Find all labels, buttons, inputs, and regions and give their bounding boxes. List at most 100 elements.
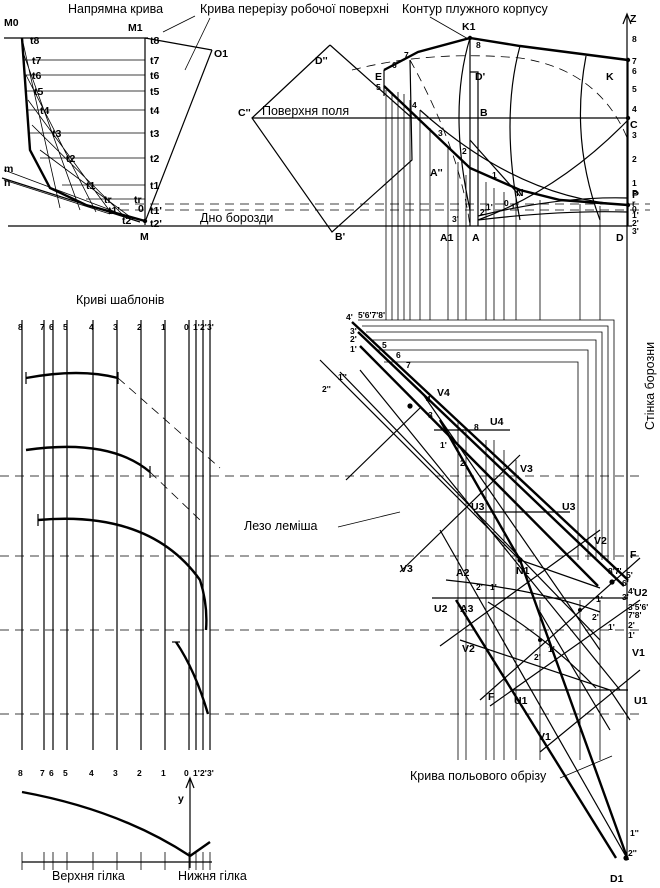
label-M0: M0 (4, 17, 19, 29)
template-bottom-label-8: 0 (184, 768, 189, 778)
leader-share (337, 511, 401, 528)
axis-num-11: 1' (632, 210, 639, 220)
label-F1: F (488, 691, 495, 703)
template-bottom-label-2: 6 (49, 768, 54, 778)
label-V1b: V1 (632, 647, 645, 659)
plan-lower-small-0: 2' (476, 582, 483, 592)
template-bottom-label-0: 8 (18, 768, 23, 778)
plan-right-num-2: 6' (622, 578, 629, 588)
axis-num-9: r (632, 198, 636, 208)
t-left-label-3: t5 (34, 86, 43, 98)
t-left-label-8: tr (104, 194, 112, 206)
t-right-label-6: t2 (150, 153, 159, 165)
label-A: A (472, 232, 480, 244)
t-left-label-1: t7 (32, 55, 41, 67)
curve-num-9: r (512, 200, 516, 210)
label-D1: D1 (610, 873, 624, 885)
plan-pt-5: 8 (474, 422, 479, 432)
leader-contour (429, 16, 471, 41)
template-bottom-label-10: 2' (200, 768, 207, 778)
label-field-cut-curve: Крива польового обрізу (410, 769, 547, 783)
curve-num-1: 7 (404, 50, 409, 60)
label-B: B (480, 107, 488, 119)
template-top-label-2: 6 (49, 322, 54, 332)
label-E: E (375, 71, 382, 83)
title-contour: Контур плужного корпусу (402, 2, 549, 16)
plan-right-nums: 8'7'5'6'4'3'3'5'6'7'8'2'1' (608, 566, 648, 640)
label-A2p: A2 (456, 567, 470, 579)
label-D2: D'' (315, 55, 328, 67)
t-right-label-0: t8 (150, 35, 159, 47)
plan-bottom-num-0: 1'' (630, 828, 639, 838)
t-left-label-4: t4 (40, 105, 49, 117)
template-bottom-label-1: 7 (40, 768, 45, 778)
curve-num-8: 0 (504, 198, 509, 208)
t-right-label-10: t1' (150, 205, 162, 217)
label-A1: A1 (440, 232, 454, 244)
axis-num-12: 2' (632, 218, 639, 228)
plan-lower-small: 2'1'1'2'1'2'1' (476, 582, 615, 662)
plan-pt-9: 1'' (338, 372, 347, 382)
leader-cut (184, 17, 211, 71)
axis-num-3: 5 (632, 84, 637, 94)
label-upper-branch: Верхня гілка (52, 869, 125, 883)
template-top-label-8: 0 (184, 322, 189, 332)
axis-num-10: 0 (632, 204, 637, 214)
plan-pt-7: 1' (440, 440, 447, 450)
axis-num-2: 6 (632, 66, 637, 76)
template-bottom-label-3: 5 (63, 768, 68, 778)
t-right-label-3: t5 (150, 86, 159, 98)
label-y: y (178, 793, 184, 805)
plan-lower-small-3: 2' (534, 652, 541, 662)
label-lower-branch: Нижня гілка (178, 869, 247, 883)
plan-lower-small-6: 1' (608, 622, 615, 632)
template-top-label-7: 1 (161, 322, 166, 332)
label-V3a: V3 (400, 563, 413, 575)
label-U3b: U3 (562, 501, 576, 513)
label-V1a: V1 (538, 731, 551, 743)
plan-right-num-8: 1' (628, 630, 635, 640)
plan-pt-4: 3 (428, 410, 433, 420)
axis-z-arrow (622, 12, 632, 25)
template-bottom-label-6: 2 (137, 768, 142, 778)
plan-pt-8: 2'' (322, 384, 331, 394)
template-bottom-label-7: 1 (161, 768, 166, 778)
plan-lower-small-1: 1' (490, 582, 497, 592)
curve-num-10: 1' (486, 202, 493, 212)
leader-guide (162, 15, 196, 33)
template-top-label-6: 2 (137, 322, 142, 332)
label-P: P (632, 189, 639, 201)
label-D: D (616, 232, 624, 244)
label-O1: O1 (214, 48, 228, 60)
label-C2: C'' (238, 107, 251, 119)
title-cut-curve: Крива перерізу робочої поверхні (200, 2, 389, 16)
axis-num-7: 1 (632, 178, 637, 188)
axis-num-1: 7 (632, 56, 637, 66)
t-right-label-9: 0 (138, 203, 144, 215)
label-Z: Z (630, 13, 637, 25)
t-left-label-2: t6 (32, 70, 41, 82)
label-A3: A3 (460, 603, 474, 615)
template-bottom-label-11: 3' (207, 768, 214, 778)
template-top-label-10: 2' (200, 322, 207, 332)
curve-num-6: 2 (462, 146, 467, 156)
plan-pt-3: 4 (426, 394, 431, 404)
template-top-label-11: 3' (207, 322, 214, 332)
label-top-nums: 5'6'7'8' (358, 310, 385, 320)
label-K1: K1 (462, 21, 476, 33)
t-left-label-9: t1' (108, 205, 120, 217)
label-V3b: V3 (520, 463, 533, 475)
curve-num-3: 5 (376, 82, 381, 92)
label-U4: U4 (490, 416, 504, 428)
plan-right-num-7: 2' (628, 620, 635, 630)
label-four: 4' (346, 312, 353, 322)
plan-left-num-2: 1' (350, 344, 357, 354)
plan-right-num-5: 3'5'6' (628, 602, 648, 612)
